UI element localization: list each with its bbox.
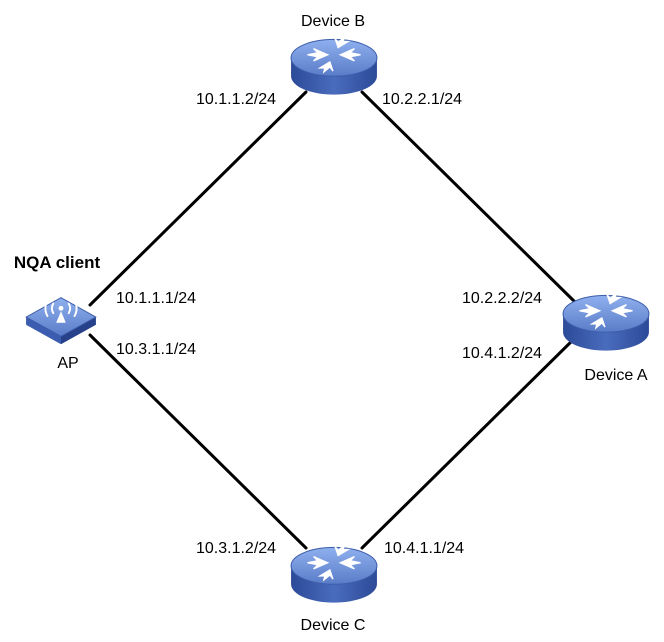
links bbox=[88, 90, 580, 550]
ap[interactable]: NQA client AP bbox=[14, 253, 101, 372]
ip-label: 10.3.1.2/24 bbox=[196, 540, 276, 557]
link-device-c-device-a bbox=[360, 333, 580, 550]
ap-label: AP bbox=[57, 355, 78, 372]
ip-label: 10.4.1.1/24 bbox=[384, 540, 464, 557]
router-icon bbox=[562, 292, 650, 352]
link-ap-device-c bbox=[88, 333, 308, 550]
ip-label: 10.1.1.1/24 bbox=[116, 290, 196, 307]
ip-label: 10.2.2.1/24 bbox=[382, 91, 462, 108]
router-icon bbox=[290, 36, 378, 96]
device-b-label: Device B bbox=[301, 13, 365, 30]
ip-labels: 10.1.1.2/24 10.2.2.1/24 10.1.1.1/24 10.3… bbox=[116, 91, 542, 557]
link-device-b-device-a bbox=[360, 90, 580, 307]
device-a[interactable]: Device A bbox=[562, 292, 650, 384]
device-b[interactable]: Device B bbox=[290, 13, 378, 96]
device-c-label: Device C bbox=[301, 617, 366, 634]
ip-label: 10.4.1.2/24 bbox=[462, 345, 542, 362]
wireless-ap-icon bbox=[25, 296, 97, 346]
ip-label: 10.3.1.1/24 bbox=[116, 341, 196, 358]
ip-label: 10.1.1.2/24 bbox=[196, 91, 276, 108]
device-a-label: Device A bbox=[584, 367, 647, 384]
device-c[interactable]: Device C bbox=[290, 544, 378, 634]
nqa-client-label: NQA client bbox=[14, 253, 101, 272]
ip-label: 10.2.2.2/24 bbox=[462, 290, 542, 307]
link-ap-device-b bbox=[88, 90, 308, 307]
router-icon bbox=[290, 544, 378, 604]
